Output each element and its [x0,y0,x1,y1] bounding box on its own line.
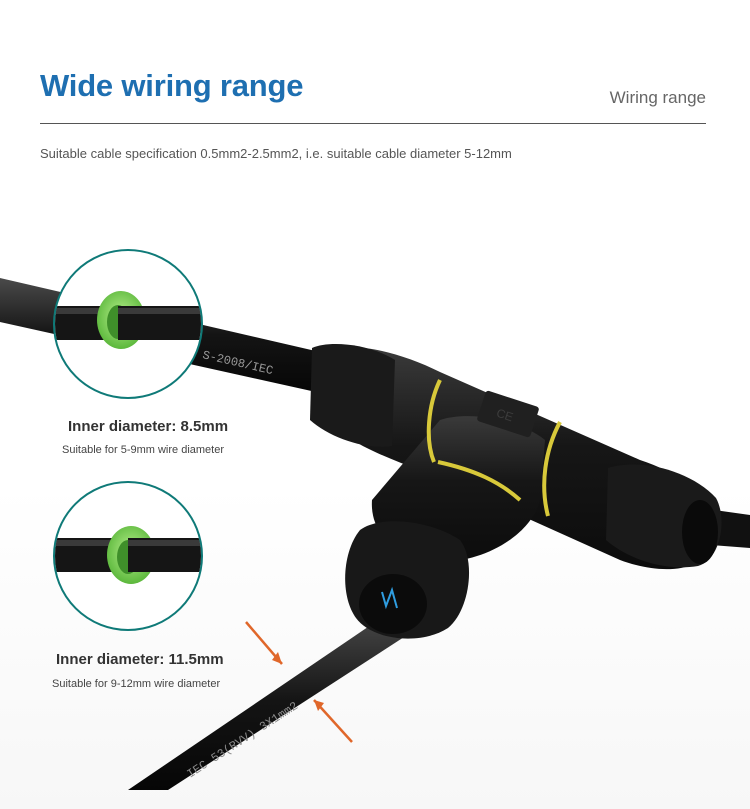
accent-band-1 [426,379,442,463]
gland-nut-left [310,344,395,447]
section-subtitle: Wiring range [609,88,706,107]
seal-detail-large [53,481,203,631]
gland-opening-bottom [359,574,427,634]
seal-large-suitable-range: Suitable for 9-12mm wire diameter [52,678,221,690]
measure-arrow-bottom-head [314,700,324,711]
header-divider [40,123,706,124]
wire-ends [381,586,398,610]
accent-band-2 [437,460,522,502]
seal-detail-small [53,249,203,399]
ce-marking-text: CE [495,406,515,424]
cable-bottom [128,612,418,790]
page-title: Wide wiring range [40,68,304,103]
seal-large-inner-diameter: Inner diameter: 11.5mm [56,651,224,668]
seal-small-suitable-range: Suitable for 5-9mm wire diameter [62,444,225,456]
cable-spec-description: Suitable cable specification 0.5mm2-2.5m… [40,146,512,161]
accent-band-3 [542,421,562,517]
measure-arrow-top-head [272,652,282,664]
gland-opening-right [682,500,718,564]
ce-marking-plate [477,390,539,438]
seal-small-inner-diameter: Inner diameter: 8.5mm [68,418,229,435]
